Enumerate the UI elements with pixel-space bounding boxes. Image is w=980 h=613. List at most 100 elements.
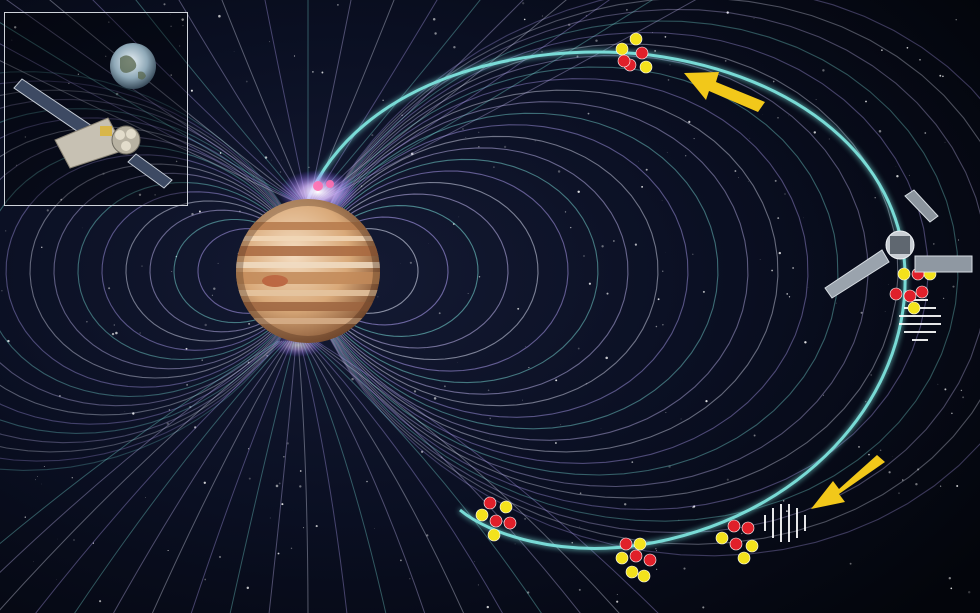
star bbox=[944, 141, 946, 143]
particle-yellow bbox=[745, 539, 759, 553]
field-line bbox=[0, 135, 308, 407]
star bbox=[308, 166, 310, 168]
star bbox=[167, 549, 169, 552]
field-line bbox=[308, 135, 659, 407]
star bbox=[36, 476, 38, 478]
star bbox=[94, 79, 96, 81]
particle-yellow bbox=[475, 508, 489, 522]
star bbox=[577, 347, 580, 350]
star bbox=[762, 114, 764, 115]
star bbox=[478, 131, 480, 134]
star bbox=[290, 547, 293, 550]
star bbox=[283, 456, 285, 458]
star bbox=[99, 600, 102, 603]
star bbox=[884, 311, 886, 312]
star bbox=[514, 543, 516, 545]
star bbox=[204, 323, 207, 327]
particle-cluster-icon bbox=[615, 537, 657, 583]
particle-yellow bbox=[629, 32, 643, 46]
star bbox=[303, 527, 305, 529]
star bbox=[432, 17, 436, 21]
star bbox=[655, 325, 658, 328]
star bbox=[24, 516, 26, 518]
particle-yellow bbox=[639, 60, 653, 74]
star bbox=[440, 456, 443, 459]
star bbox=[693, 505, 696, 508]
star bbox=[813, 131, 816, 134]
star bbox=[685, 155, 687, 157]
field-line bbox=[308, 20, 959, 522]
star bbox=[874, 196, 876, 199]
star bbox=[517, 307, 520, 310]
star bbox=[218, 14, 221, 18]
star bbox=[360, 185, 363, 187]
star bbox=[253, 176, 254, 178]
star bbox=[804, 341, 807, 344]
star bbox=[865, 100, 867, 103]
particle-yellow bbox=[637, 569, 651, 583]
particle-red bbox=[741, 521, 755, 535]
star bbox=[245, 80, 248, 83]
star bbox=[777, 217, 780, 220]
star bbox=[668, 465, 671, 468]
star bbox=[726, 11, 729, 14]
particle-red bbox=[643, 553, 657, 567]
star bbox=[881, 49, 883, 51]
star bbox=[895, 166, 897, 167]
star bbox=[486, 605, 489, 609]
star bbox=[585, 15, 587, 17]
star bbox=[771, 269, 773, 272]
star bbox=[601, 245, 604, 248]
jupiter-icon bbox=[236, 180, 380, 343]
star bbox=[211, 294, 213, 296]
star bbox=[919, 59, 921, 61]
star bbox=[108, 21, 110, 23]
star bbox=[81, 227, 83, 229]
star bbox=[433, 397, 437, 400]
star bbox=[783, 500, 785, 502]
particle-cluster-icon bbox=[475, 496, 517, 542]
field-line bbox=[0, 108, 308, 434]
star bbox=[528, 367, 530, 369]
star bbox=[438, 312, 441, 315]
star bbox=[213, 287, 216, 290]
star bbox=[77, 73, 80, 75]
star bbox=[474, 561, 475, 562]
star bbox=[657, 298, 660, 301]
star bbox=[724, 60, 727, 62]
star bbox=[588, 282, 591, 285]
star bbox=[616, 594, 618, 595]
field-line bbox=[0, 71, 308, 471]
particle-cluster-icon bbox=[615, 32, 653, 74]
star bbox=[154, 194, 156, 196]
star bbox=[115, 331, 118, 335]
field-line bbox=[35, 340, 285, 613]
star bbox=[579, 492, 582, 495]
star bbox=[828, 138, 830, 140]
particle-cluster-icon bbox=[715, 519, 759, 565]
star bbox=[683, 567, 686, 570]
field-line bbox=[151, 340, 291, 613]
star bbox=[641, 186, 643, 188]
star bbox=[217, 262, 219, 264]
star bbox=[835, 302, 837, 304]
star bbox=[113, 324, 115, 326]
field-line bbox=[311, 340, 581, 613]
star bbox=[702, 290, 705, 293]
field-line bbox=[0, 117, 308, 425]
star bbox=[43, 466, 45, 467]
star bbox=[688, 120, 691, 124]
field-line bbox=[307, 340, 503, 613]
star bbox=[465, 136, 467, 138]
star bbox=[662, 270, 664, 272]
star bbox=[191, 212, 194, 216]
star bbox=[382, 99, 384, 101]
field-line bbox=[308, 78, 809, 464]
star bbox=[279, 171, 282, 173]
star bbox=[185, 347, 188, 350]
particle-red bbox=[889, 287, 903, 301]
star bbox=[606, 292, 609, 295]
field-line bbox=[307, 170, 569, 372]
star bbox=[14, 26, 17, 29]
